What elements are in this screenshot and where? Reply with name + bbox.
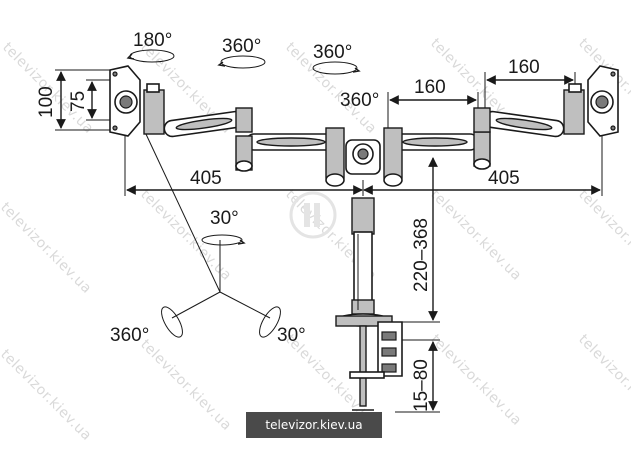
right-arm-inner xyxy=(383,127,491,187)
height-100-label: 100 xyxy=(36,86,57,118)
tilt-30-bottom-label: 30° xyxy=(277,325,306,346)
watermark-text: televizor.kiev.ua xyxy=(427,187,524,284)
watermark-text: televizor.kiev.ua xyxy=(0,200,95,297)
left-vesa-plate xyxy=(109,65,165,137)
rotation-indicators xyxy=(126,49,361,338)
right-arm-outer xyxy=(473,107,565,138)
reach-405-right-label: 405 xyxy=(488,168,520,189)
left-arm-outer xyxy=(163,107,253,138)
rotation-360-center-label: 360° xyxy=(340,90,379,111)
watermark-text: televizor.kiev.ua xyxy=(0,347,95,444)
width-160-right-label: 160 xyxy=(508,57,540,78)
right-vesa-plate xyxy=(563,65,619,137)
dimension-labels: 180° 360° 360° 360° 100 75 160 160 405 4… xyxy=(36,30,540,412)
tilt-30-top-label: 30° xyxy=(210,208,239,229)
rotation-360-left-label: 360° xyxy=(222,36,261,57)
desk-clamp xyxy=(335,313,403,411)
site-label: televizor.kiev.ua xyxy=(246,412,382,438)
pole xyxy=(351,197,375,315)
rotation-180-label: 180° xyxy=(133,30,172,51)
watermark-text: televizor.kiev.ua xyxy=(427,332,524,429)
width-160-center-label: 160 xyxy=(414,77,446,98)
rotation-360-right-label: 360° xyxy=(313,42,352,63)
left-arm-inner xyxy=(235,127,345,187)
height-75-label: 75 xyxy=(68,91,89,112)
dimension-lines xyxy=(55,69,603,413)
watermark-layer: televizor.kiev.ua televizor.kiev.ua tele… xyxy=(0,36,631,444)
watermark-text: televizor.kiev.ua xyxy=(137,337,234,434)
watermark-text: televizor.kiev.ua xyxy=(575,187,631,284)
pole-height-label: 220–368 xyxy=(411,218,432,292)
swivel-360-bottom-label: 360° xyxy=(110,325,149,346)
clamp-range-label: 15–80 xyxy=(411,359,432,412)
center-hub xyxy=(345,139,381,175)
reach-405-left-label: 405 xyxy=(190,168,222,189)
watermark-text: televizor.kiev.ua xyxy=(575,332,631,429)
